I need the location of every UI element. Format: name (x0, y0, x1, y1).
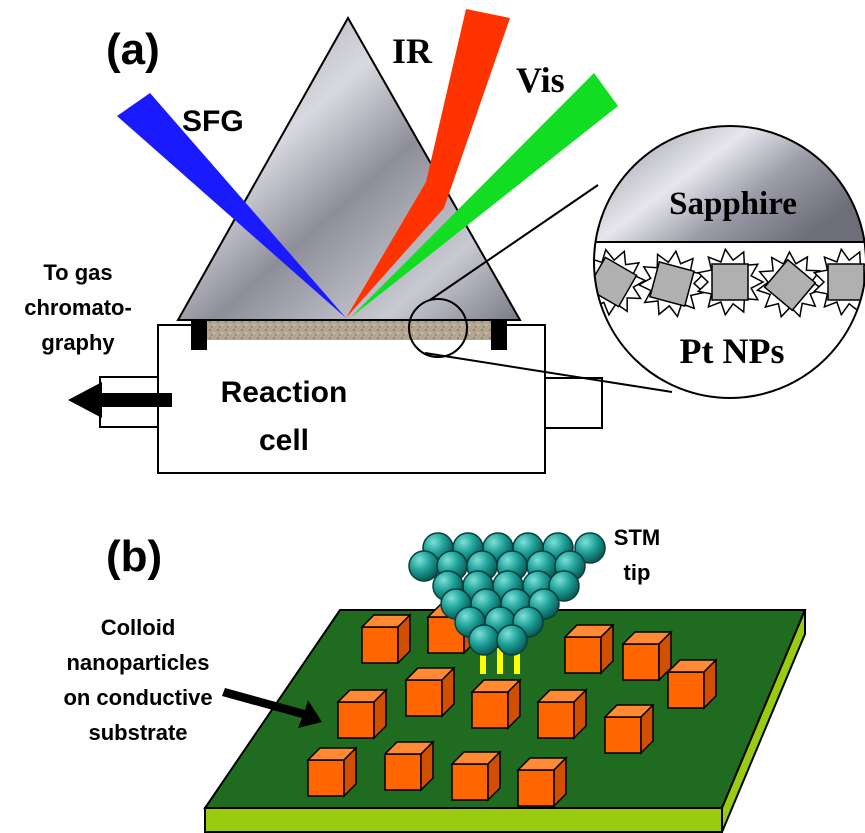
reaction-cell-body (157, 324, 546, 474)
nanoparticle-cube (621, 630, 673, 682)
nanoparticle-cube (336, 688, 388, 740)
gas-outlet-line1: To gas (43, 260, 112, 285)
pt-core (763, 258, 817, 312)
tip-atom (496, 624, 528, 656)
pt-core (649, 261, 695, 307)
nanoparticle-cube (563, 623, 615, 675)
reaction-cell-label-line2: cell (259, 424, 309, 457)
tip-atom (468, 624, 500, 656)
sfg-beam (117, 93, 346, 318)
tip-atom (574, 532, 606, 564)
stm-tip (408, 532, 606, 656)
substrate-caption-line3: on conductive (63, 685, 212, 710)
nanoparticle-cube (360, 613, 412, 665)
vis-label: Vis (516, 60, 565, 100)
substrate-front-edge (204, 807, 723, 833)
sfg-label: SFG (182, 105, 244, 138)
nanoparticle-cube (383, 740, 435, 792)
seal-left (191, 318, 207, 350)
zoom-line-top (429, 184, 599, 301)
zoom-line-bottom (424, 352, 673, 393)
panel-b: (b) STM tip Colloid nanoparticles on con… (63, 525, 807, 833)
substrate-caption-line4: substrate (88, 720, 187, 745)
cell-right-port (544, 377, 603, 429)
reaction-cell-label-line1: Reaction (221, 376, 348, 409)
outlet-arrow-icon (68, 382, 172, 418)
pointer-arrow-icon (222, 688, 322, 728)
nanoparticle-cube (516, 756, 568, 808)
tip-atom (408, 550, 440, 582)
sapphire-label: Sapphire (669, 186, 797, 222)
pt-nanoparticle (755, 250, 825, 319)
nanoparticle-cube (536, 688, 588, 740)
pt-nanoparticle (637, 249, 706, 319)
pt-core (594, 256, 638, 308)
pt-nanoparticle (696, 247, 765, 317)
tunneling-mark-2 (497, 648, 503, 674)
gas-outlet-line3: graphy (41, 330, 115, 355)
reaction-cell: Reaction cell (68, 324, 603, 474)
substrate-caption-line2: nanoparticles (66, 650, 209, 675)
pt-nps-label: Pt NPs (680, 331, 785, 371)
zoom-source-circle (408, 298, 468, 358)
tip-atom (548, 570, 580, 602)
zoom-inset-outline (593, 125, 865, 399)
catalyst-layer (195, 320, 507, 340)
nanoparticle-cube (666, 658, 718, 710)
substrate-side-edge (721, 609, 806, 833)
pt-nanoparticles (594, 247, 865, 319)
panel-a-label: (a) (106, 25, 160, 74)
nanoparticle-cubes (306, 603, 718, 808)
nanoparticle-cube (404, 666, 456, 718)
panel-b-label: (b) (106, 532, 162, 581)
tunneling-mark-1 (480, 648, 486, 674)
vis-beam (350, 73, 618, 318)
tunneling-current (480, 648, 520, 674)
nanoparticle-cube (470, 678, 522, 730)
zoom-inset: Sapphire Pt NPs (593, 125, 865, 399)
stm-label-line2: tip (624, 560, 651, 585)
seal-right (491, 318, 507, 350)
nanoparticle-cube (306, 746, 358, 798)
pt-core (827, 263, 865, 301)
pt-core (711, 263, 749, 301)
stm-label-line1: STM (614, 525, 660, 550)
tunneling-mark-3 (514, 648, 520, 674)
gas-outlet-line2: chromato- (24, 295, 132, 320)
nanoparticle-cube (450, 750, 502, 802)
panel-a: (a) Reaction cell SFG IR Vis To gas chro… (24, 9, 865, 474)
ir-beam (346, 9, 510, 318)
nanoparticle-cube (603, 703, 655, 755)
substrate-caption-line1: Colloid (101, 615, 176, 640)
sapphire-region (594, 126, 865, 242)
ir-label: IR (392, 31, 433, 71)
